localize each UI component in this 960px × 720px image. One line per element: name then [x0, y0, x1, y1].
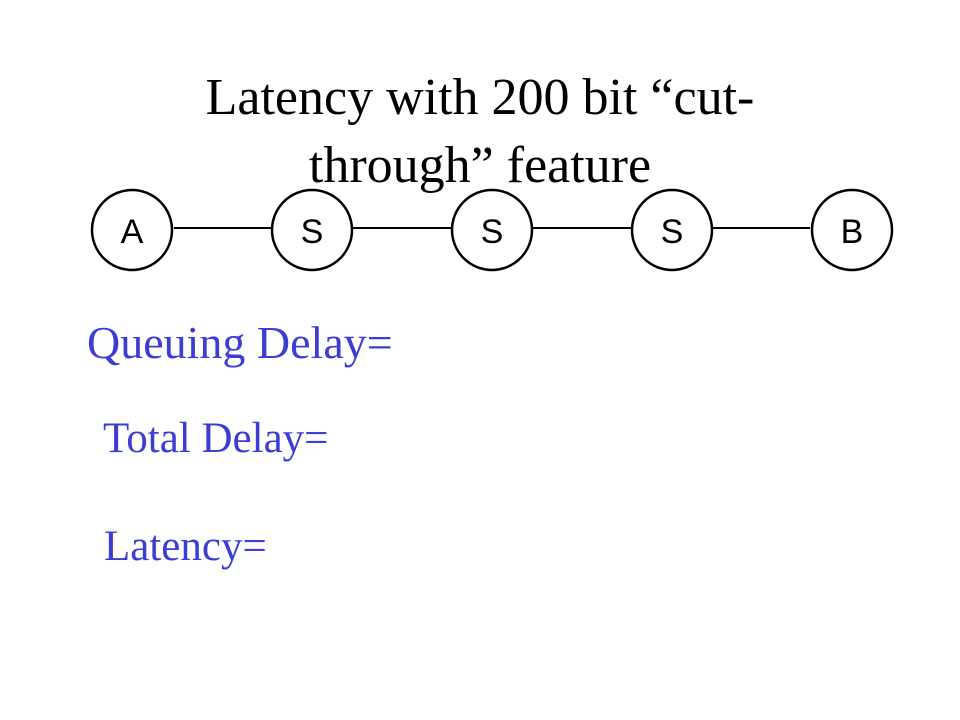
node-b-label: B	[841, 213, 864, 251]
slide-title-line-2: through” feature	[308, 137, 652, 194]
node-a: A	[90, 188, 174, 272]
node-switch-2-label: S	[481, 213, 504, 251]
node-b: B	[810, 188, 894, 272]
queuing-delay-label: Queuing Delay=	[87, 317, 393, 368]
latency-label: Latency=	[104, 523, 267, 570]
node-switch-1-label: S	[301, 213, 324, 251]
total-delay-label: Total Delay=	[103, 415, 329, 462]
node-a-label: A	[121, 213, 144, 251]
node-switch-1: S	[270, 188, 354, 272]
slide-title-line-1: Latency with 200 bit “cut-	[205, 69, 755, 126]
node-switch-3: S	[630, 188, 714, 272]
node-switch-2: S	[450, 188, 534, 272]
node-switch-3-label: S	[661, 213, 684, 251]
